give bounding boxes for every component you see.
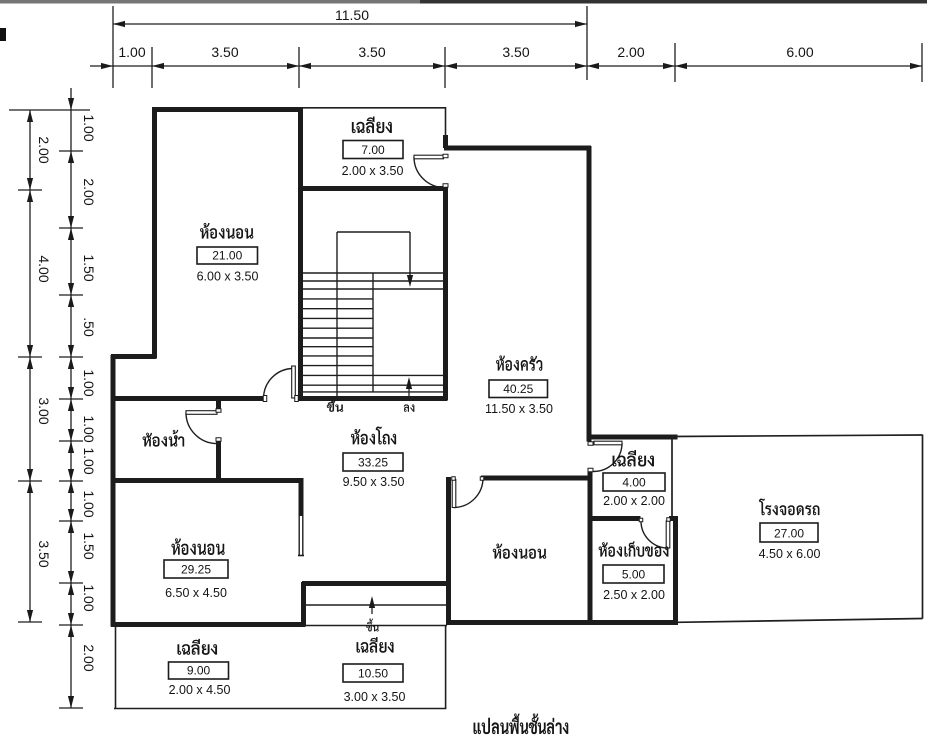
svg-text:1.00: 1.00 (81, 490, 97, 517)
svg-text:9.00: 9.00 (187, 664, 211, 678)
svg-text:2.00: 2.00 (36, 136, 52, 163)
svg-text:1.50: 1.50 (81, 532, 97, 559)
svg-text:6.00 x 3.50: 6.00 x 3.50 (197, 270, 259, 284)
svg-text:3.50: 3.50 (502, 44, 529, 60)
svg-text:3.50: 3.50 (358, 44, 385, 60)
svg-text:5.00: 5.00 (622, 568, 646, 582)
svg-text:33.25: 33.25 (358, 456, 388, 470)
svg-text:11.50: 11.50 (335, 7, 369, 23)
svg-text:1.00: 1.00 (81, 584, 97, 611)
svg-text:1.00: 1.00 (81, 369, 97, 396)
svg-text:2.00 x 3.50: 2.00 x 3.50 (342, 164, 404, 178)
svg-text:4.50 x 6.00: 4.50 x 6.00 (759, 547, 821, 561)
svg-text:2.50 x 2.00: 2.50 x 2.00 (603, 588, 665, 602)
svg-text:6.50 x 4.50: 6.50 x 4.50 (165, 586, 227, 600)
svg-text:29.25: 29.25 (181, 563, 211, 577)
svg-text:1.00: 1.00 (81, 447, 97, 474)
svg-text:40.25: 40.25 (503, 382, 533, 396)
svg-text:1.00: 1.00 (118, 44, 145, 60)
svg-text:3.50: 3.50 (211, 44, 238, 60)
svg-text:2.00: 2.00 (617, 44, 644, 60)
svg-text:3.00: 3.00 (36, 397, 52, 424)
svg-text:1.00: 1.00 (81, 114, 97, 141)
svg-text:.50: .50 (81, 317, 97, 337)
svg-text:7.00: 7.00 (361, 143, 385, 157)
svg-text:2.00: 2.00 (81, 644, 97, 671)
svg-text:3.00 x 3.50: 3.00 x 3.50 (344, 690, 406, 704)
svg-text:10.50: 10.50 (358, 667, 388, 681)
svg-text:2.00 x 4.50: 2.00 x 4.50 (169, 683, 231, 697)
svg-text:3.50: 3.50 (36, 540, 52, 567)
svg-text:1.00: 1.00 (81, 415, 97, 442)
svg-text:2.00 x 2.00: 2.00 x 2.00 (603, 494, 665, 508)
svg-text:11.50 x 3.50: 11.50 x 3.50 (485, 402, 553, 416)
svg-text:4.00: 4.00 (622, 476, 646, 490)
svg-text:1.50: 1.50 (81, 254, 97, 281)
svg-text:2.00: 2.00 (81, 178, 97, 205)
svg-text:9.50 x 3.50: 9.50 x 3.50 (343, 475, 405, 489)
svg-text:6.00: 6.00 (786, 44, 813, 60)
svg-text:27.00: 27.00 (774, 527, 804, 541)
svg-text:4.00: 4.00 (36, 255, 52, 282)
svg-text:21.00: 21.00 (212, 249, 242, 263)
